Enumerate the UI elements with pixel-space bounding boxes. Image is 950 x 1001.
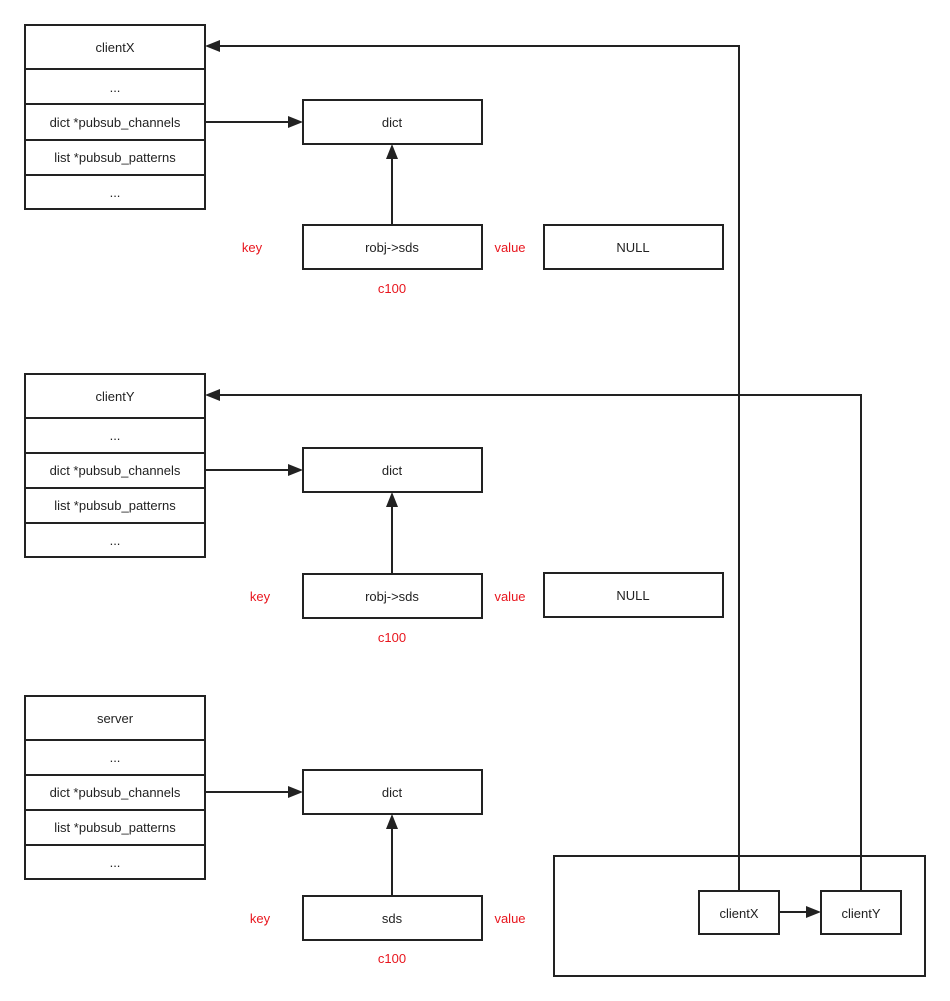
arrow-head xyxy=(386,492,398,507)
clientX-struct: clientX ... dict *pubsub_channels list *… xyxy=(24,24,206,210)
dict-label: dict xyxy=(382,463,403,478)
key-entry-label: robj->sds xyxy=(365,589,419,604)
value-box xyxy=(543,572,724,618)
arrow-head xyxy=(205,389,220,401)
arrow-head xyxy=(386,144,398,159)
struct-row-pubsub-channels: dict *pubsub_channels xyxy=(50,785,181,800)
arrow-node-clientX-to-clientY xyxy=(779,906,821,918)
subscriber-node-clientY xyxy=(820,890,902,935)
key-label: key xyxy=(250,911,271,926)
struct-row-ellipsis: ... xyxy=(110,533,121,548)
struct-row-pubsub-patterns: list *pubsub_patterns xyxy=(54,820,176,835)
key-label: key xyxy=(250,589,271,604)
struct-row-pubsub-patterns: list *pubsub_patterns xyxy=(54,150,176,165)
key-entry-label: robj->sds xyxy=(365,240,419,255)
struct-row-ellipsis: ... xyxy=(110,80,121,95)
struct-row-ellipsis: ... xyxy=(110,185,121,200)
struct-row-pubsub-channels: dict *pubsub_channels xyxy=(50,463,181,478)
clientY-dict-group: dict robj->sds key value NULL c100 xyxy=(250,447,724,645)
subscriber-node-label: clientY xyxy=(841,906,880,921)
arrow-head xyxy=(288,786,303,798)
struct-title: server xyxy=(97,711,134,726)
value-label: value xyxy=(494,240,525,255)
struct-title: clientX xyxy=(95,40,134,55)
dict-box xyxy=(302,769,483,815)
clientX-dict-group: dict robj->sds key value NULL c100 xyxy=(242,99,724,296)
struct-row-pubsub-channels: dict *pubsub_channels xyxy=(50,115,181,130)
struct-row-ellipsis: ... xyxy=(110,750,121,765)
value-label: value xyxy=(494,911,525,926)
struct-title: clientY xyxy=(95,389,134,404)
struct-row-pubsub-patterns: list *pubsub_patterns xyxy=(54,498,176,513)
arrow-node-to-clientY-struct xyxy=(205,389,862,891)
subscriber-node-label: clientX xyxy=(719,906,758,921)
clientX-struct-frame xyxy=(24,24,206,210)
arrow-head xyxy=(288,464,303,476)
server-dict-group: dict sds key value c100 xyxy=(250,769,526,966)
channel-name: c100 xyxy=(378,630,406,645)
key-entry-box xyxy=(302,895,483,941)
clientY-struct: clientY ... dict *pubsub_channels list *… xyxy=(24,373,206,558)
arrow-key-to-dict-2 xyxy=(386,492,398,574)
value-label: value xyxy=(494,589,525,604)
key-entry-label: sds xyxy=(382,911,403,926)
struct-row-ellipsis: ... xyxy=(110,428,121,443)
dict-label: dict xyxy=(382,785,403,800)
arrow-key-to-dict-1 xyxy=(386,144,398,225)
channel-name: c100 xyxy=(378,951,406,966)
clientY-struct-frame xyxy=(24,373,206,558)
arrow-key-to-dict-3 xyxy=(386,814,398,896)
server-struct: server ... dict *pubsub_channels list *p… xyxy=(24,695,206,880)
subscriber-node-clientX xyxy=(698,890,780,935)
dict-box xyxy=(302,99,483,145)
dict-box xyxy=(302,447,483,493)
arrow-server-channels-to-dict xyxy=(205,786,303,798)
arrow-clientY-channels-to-dict xyxy=(205,464,303,476)
dict-label: dict xyxy=(382,115,403,130)
value-box-label: NULL xyxy=(616,240,649,255)
arrow-node-to-clientX-struct xyxy=(205,40,740,891)
value-box-label: NULL xyxy=(616,588,649,603)
arrow-clientX-channels-to-dict xyxy=(205,116,303,128)
value-box xyxy=(543,224,724,270)
arrow-head xyxy=(386,814,398,829)
arrow-head xyxy=(288,116,303,128)
channel-name: c100 xyxy=(378,281,406,296)
server-struct-frame xyxy=(24,695,206,880)
arrow-head xyxy=(205,40,220,52)
key-label: key xyxy=(242,240,263,255)
arrow-head xyxy=(806,906,821,918)
struct-row-ellipsis: ... xyxy=(110,855,121,870)
